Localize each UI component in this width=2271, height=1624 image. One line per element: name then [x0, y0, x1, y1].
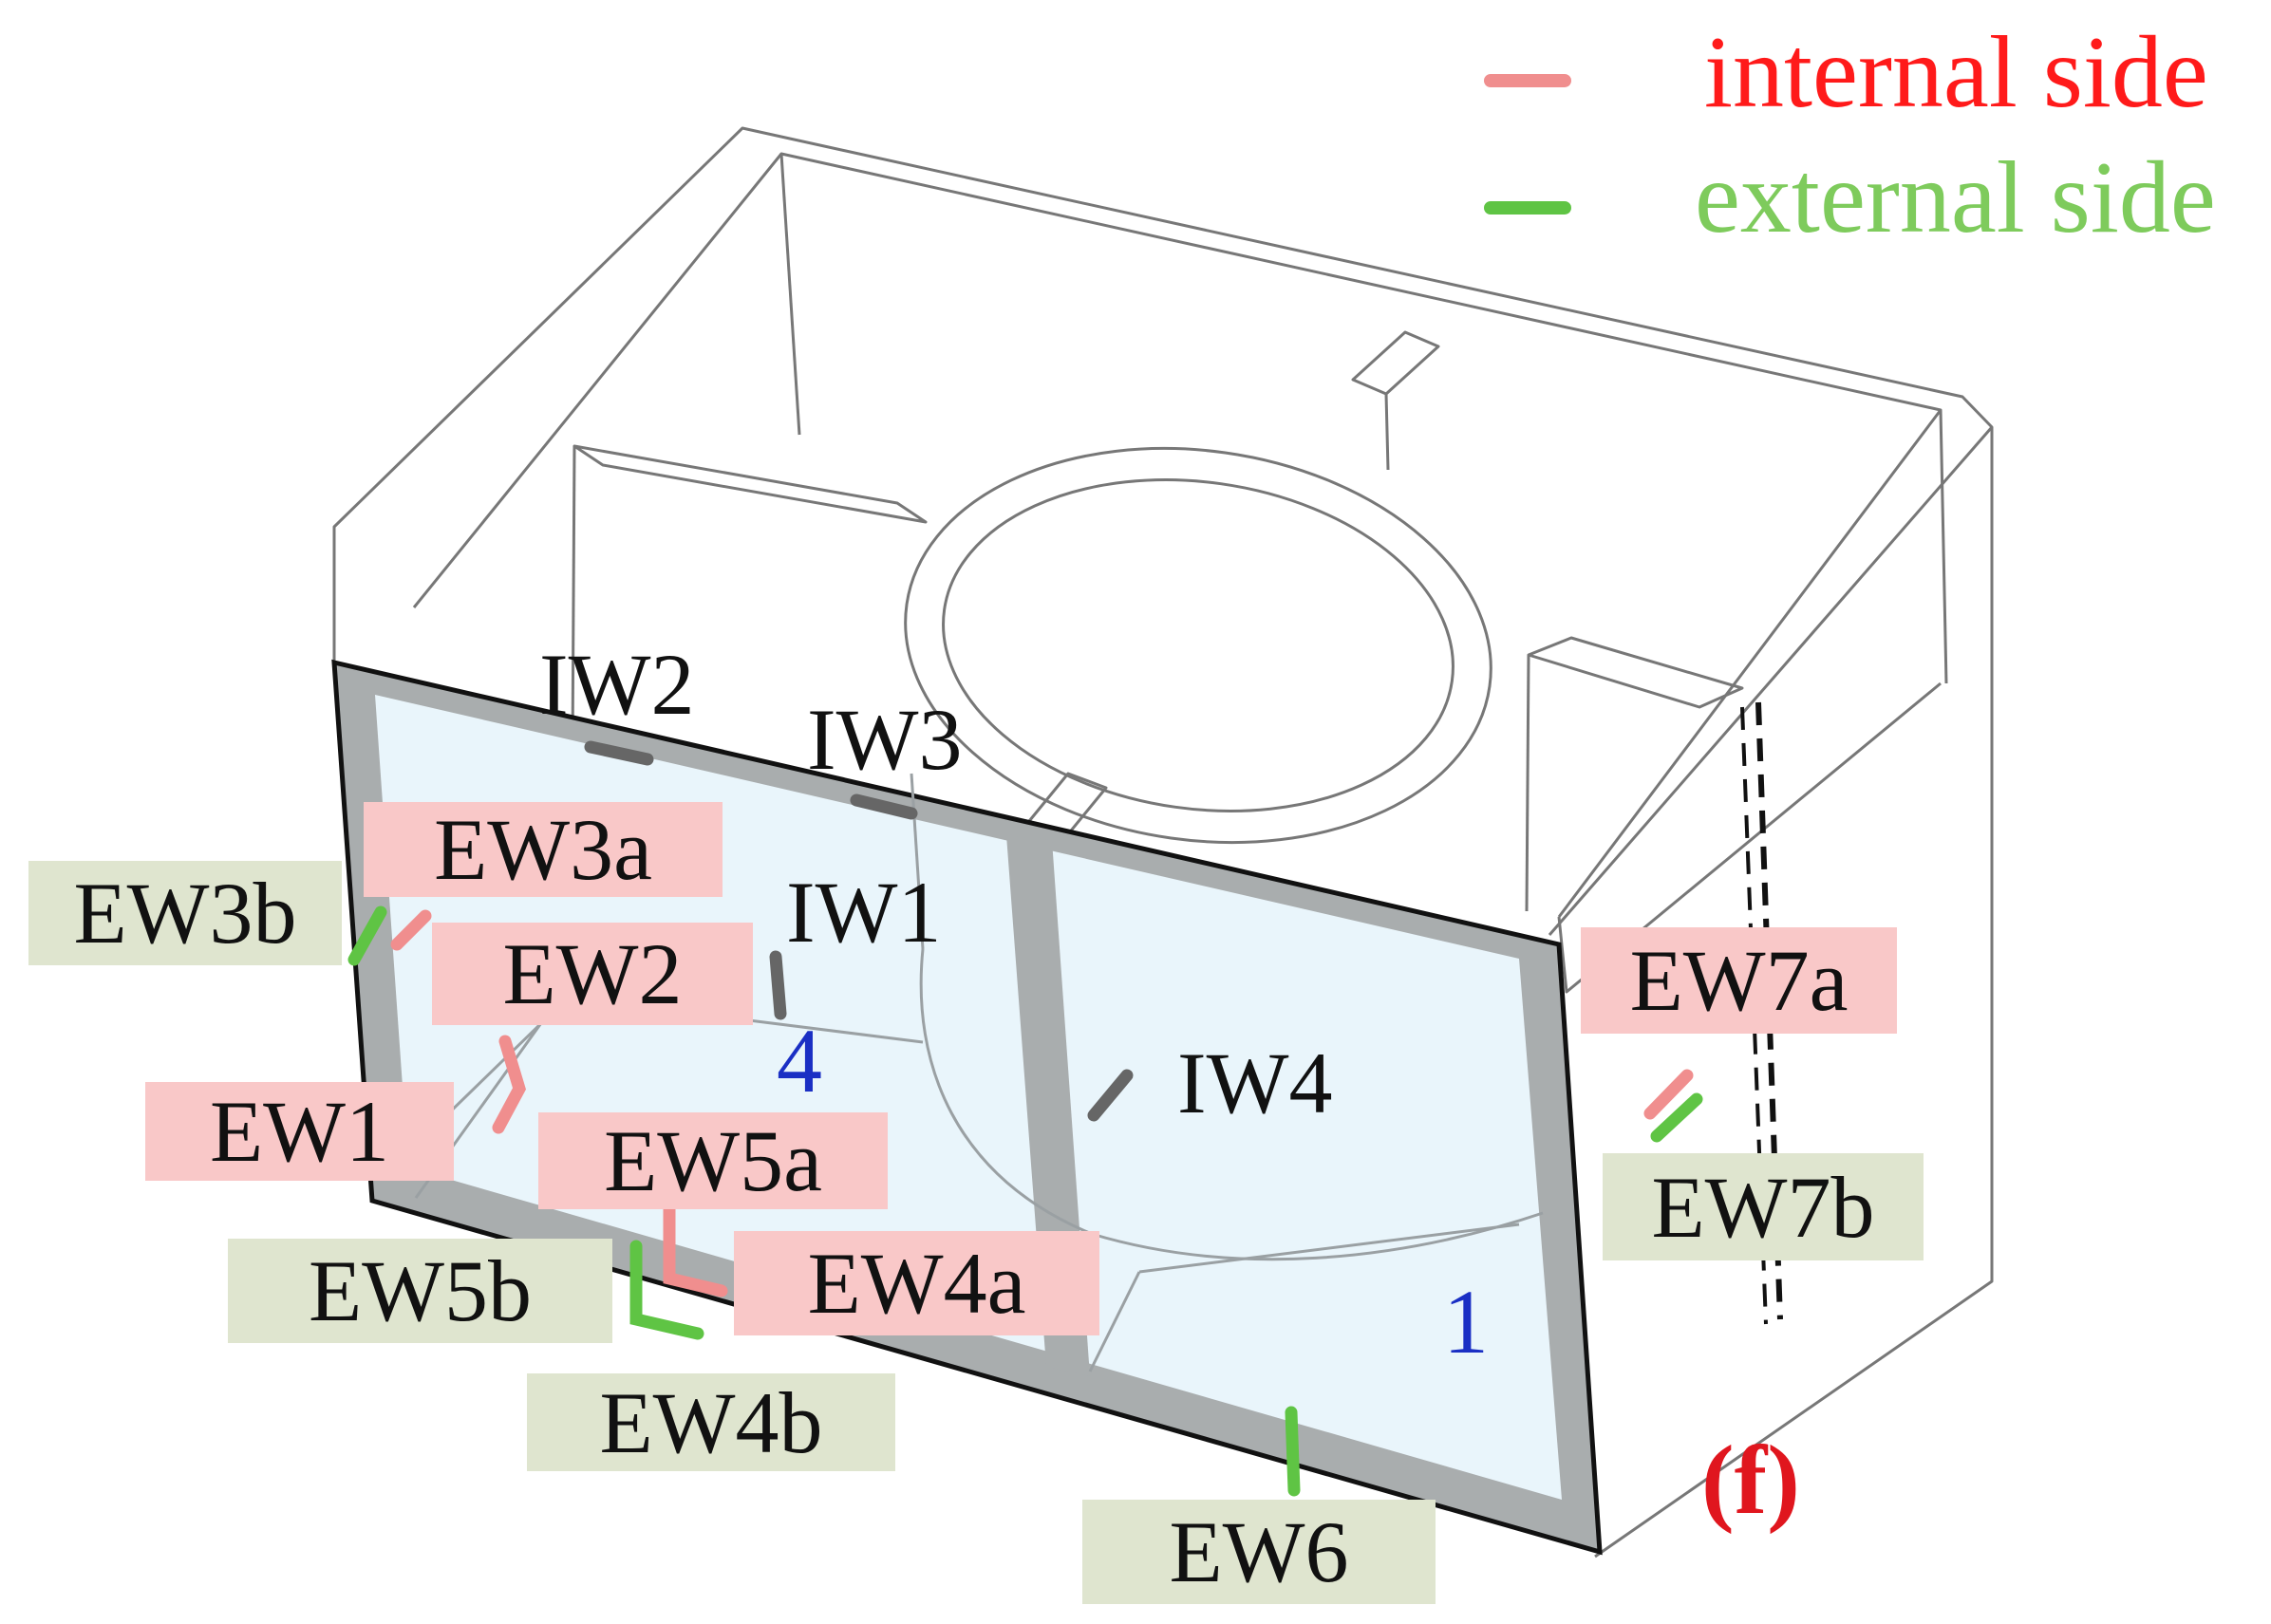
label-ew5a: EW5a	[538, 1112, 888, 1209]
label-ew1: EW1	[145, 1082, 454, 1181]
partition-right	[1527, 636, 1744, 709]
label-iw4: IW4	[1177, 1035, 1333, 1131]
box-inner-right-corner	[1939, 409, 1948, 684]
right-wall-thickness	[1557, 681, 1942, 994]
box-inner-rim	[412, 152, 1943, 918]
chamber-number-4: 4	[777, 1010, 822, 1111]
marker-ew4a-ew5a	[663, 1201, 728, 1297]
label-ew4b: EW4b	[527, 1373, 895, 1471]
label-ew7b: EW7b	[1603, 1153, 1924, 1260]
label-iw3: IW3	[807, 691, 963, 788]
label-ew3a: EW3a	[364, 802, 723, 897]
legend-label-external: external side	[1695, 141, 2216, 254]
label-ew7a: EW7a	[1581, 927, 1897, 1034]
marker-iw3	[850, 793, 918, 820]
box-right-top-edge	[1548, 426, 1994, 936]
legend-swatch-internal	[1484, 74, 1571, 87]
label-ew3b: EW3b	[28, 861, 342, 965]
box-inner-back-corner	[779, 153, 801, 436]
marker-iw4	[1087, 1069, 1134, 1122]
chamber-number-1: 1	[1443, 1271, 1489, 1372]
marker-ew3b	[347, 905, 387, 966]
marker-ew7a	[1643, 1069, 1694, 1120]
label-ew2: EW2	[432, 923, 753, 1025]
cylinder-wall-left	[910, 773, 925, 950]
marker-ew7b	[1650, 1092, 1703, 1143]
label-iw2: IW2	[539, 636, 695, 733]
marker-ew6	[1285, 1406, 1301, 1497]
marker-ew1-ew2	[492, 1035, 526, 1134]
cylinder-inner-rim	[942, 478, 1455, 812]
cylinder-outer-rim	[904, 446, 1492, 845]
label-iw1: IW1	[786, 864, 942, 961]
label-ew6: EW6	[1082, 1500, 1436, 1604]
floor-line-right	[1138, 1223, 1520, 1274]
marker-iw1	[769, 950, 787, 1020]
panel-letter: (f)	[1701, 1426, 1800, 1535]
marker-iw2	[584, 740, 654, 766]
pier-back-right	[1351, 330, 1440, 396]
label-ew5b: EW5b	[228, 1239, 612, 1343]
legend-label-internal: internal side	[1704, 16, 2208, 129]
box-back-left-edge	[332, 126, 1994, 1559]
partition-back-left	[572, 444, 928, 524]
marker-ew4b-ew5b	[629, 1240, 704, 1340]
marker-ew3a	[390, 909, 432, 951]
pier-back-right-sides	[1384, 393, 1390, 471]
label-ew4a: EW4a	[734, 1231, 1099, 1335]
legend-swatch-external	[1484, 201, 1571, 215]
chamber-floor-right	[1088, 1271, 1141, 1372]
partition-right-sides	[1525, 654, 1530, 912]
